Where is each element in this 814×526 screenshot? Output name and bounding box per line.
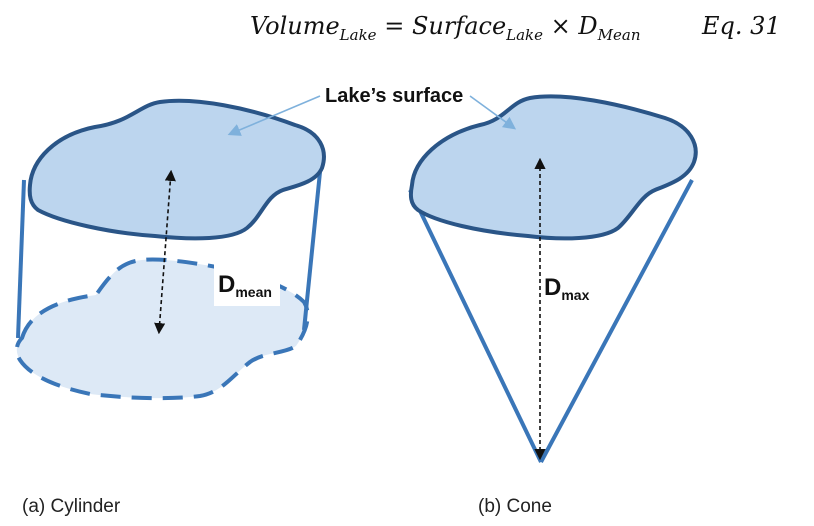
surface-label-group: Lake’s surface — [227, 85, 517, 136]
d-mean-label-box — [214, 258, 280, 306]
equation-term1-sub: Lake — [506, 25, 544, 44]
d-mean-label: Dmean — [218, 271, 272, 300]
equation-lhs-sub: Lake — [339, 25, 377, 44]
equation-number: Eq. 31 — [702, 12, 781, 40]
equation-term2-sub: Mean — [597, 25, 641, 44]
equation-equals: = — [384, 12, 405, 40]
cone-right-side — [539, 179, 694, 463]
d-max-label: Dmax — [544, 274, 590, 303]
caption-cone: (b) Cone — [478, 496, 552, 517]
cylinder-right-side — [302, 171, 322, 331]
caption-cylinder: (a) Cylinder — [22, 496, 121, 517]
surface-pointer-right — [469, 95, 517, 130]
cylinder-top-surface — [27, 98, 326, 241]
equation-formula: VolumeLake = SurfaceLake × DMean — [250, 12, 641, 44]
cone-top-surface — [408, 94, 698, 241]
d-mean-arrow — [154, 169, 176, 335]
cylinder-diagram: Dmean — [14, 98, 326, 401]
equation-times: × — [550, 12, 571, 40]
cone-diagram: Dmax — [408, 94, 698, 463]
cylinder-left-side — [16, 179, 26, 339]
equation-term1: Surface — [411, 12, 507, 40]
cone-left-side — [408, 189, 543, 463]
surface-label: Lake’s surface — [325, 85, 463, 107]
surface-pointer-left — [227, 95, 321, 136]
equation-term2: D — [578, 12, 598, 40]
equation: VolumeLake = SurfaceLake × DMean Eq. 31 — [0, 8, 814, 48]
equation-lhs: Volume — [250, 12, 340, 40]
